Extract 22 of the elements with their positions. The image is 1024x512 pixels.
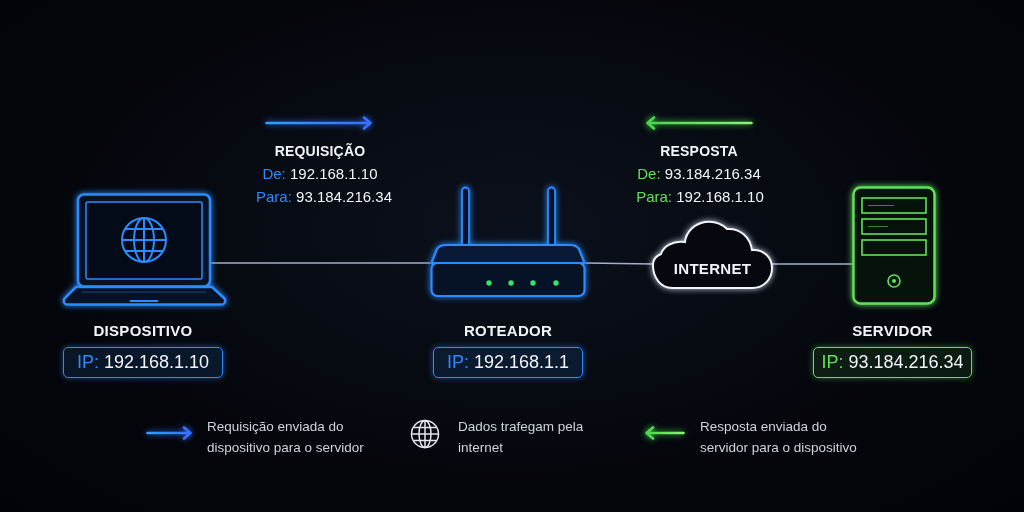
section-heading: RESPOSTA (660, 142, 738, 160)
section-heading: REQUISIÇÃO (274, 142, 366, 160)
ip-address-tag: IP: 192.168.1.1 (433, 347, 583, 378)
server-picture (852, 186, 936, 305)
address-text: De: 93.184.216.34 (637, 165, 761, 183)
address-text: De: 192.168.1.10 (262, 165, 378, 183)
legend-text: Requisição enviada do dispositivo para o servidor (207, 418, 365, 457)
connection-line (209, 262, 431, 264)
node-caption: ROTEADOR (463, 321, 553, 341)
router-picture (430, 186, 586, 298)
node-caption: DISPOSITIVO (93, 321, 193, 341)
connection-line (771, 263, 853, 265)
internet-cloud: INTERNET (652, 221, 773, 290)
laptop-picture (62, 193, 227, 306)
legend-text: Dados trafegam pela internet (458, 418, 585, 457)
ip-address-tag: IP: 93.184.216.34 (813, 347, 972, 378)
address-text: Para: 192.168.1.10 (636, 188, 764, 206)
connection-line (585, 262, 654, 265)
address-text: Para: 93.184.216.34 (256, 188, 392, 206)
ip-address-tag: IP: 192.168.1.10 (63, 347, 223, 378)
legend-text: Resposta enviada do servidor para o dispositivo (700, 418, 858, 457)
node-caption: SERVIDOR (852, 321, 933, 341)
